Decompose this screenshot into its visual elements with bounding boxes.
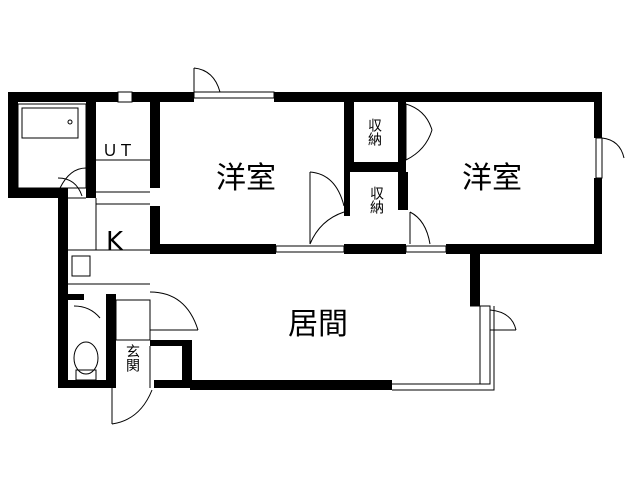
room-label-western-left: 洋室: [216, 161, 276, 196]
door-swing-icon: [111, 389, 153, 425]
door-swing-icon: [193, 67, 221, 93]
room-label-kitchen: K: [106, 227, 124, 257]
room-label-living: 居間: [288, 307, 348, 342]
windows: [68, 91, 603, 391]
walls: [8, 92, 602, 390]
kitchen-sink-icon: [71, 255, 91, 277]
fixtures: [17, 103, 151, 388]
room-label-closet-upper: 収納: [366, 118, 382, 147]
toilet-icon: [73, 305, 101, 381]
bathtub-icon: [17, 103, 87, 189]
room-label-entrance: 玄関: [124, 343, 140, 373]
room-label-closet-lower: 収納: [368, 186, 384, 215]
doors: [57, 67, 625, 425]
sink-icon: [59, 167, 87, 189]
door-swing-icon: [309, 171, 345, 207]
room-label-western-right: 洋室: [462, 161, 522, 196]
room-labels: 洋室 洋室 居間 K ＵＴ 収納 収納 玄関: [102, 118, 522, 373]
room-label-ut: ＵＴ: [102, 141, 134, 160]
